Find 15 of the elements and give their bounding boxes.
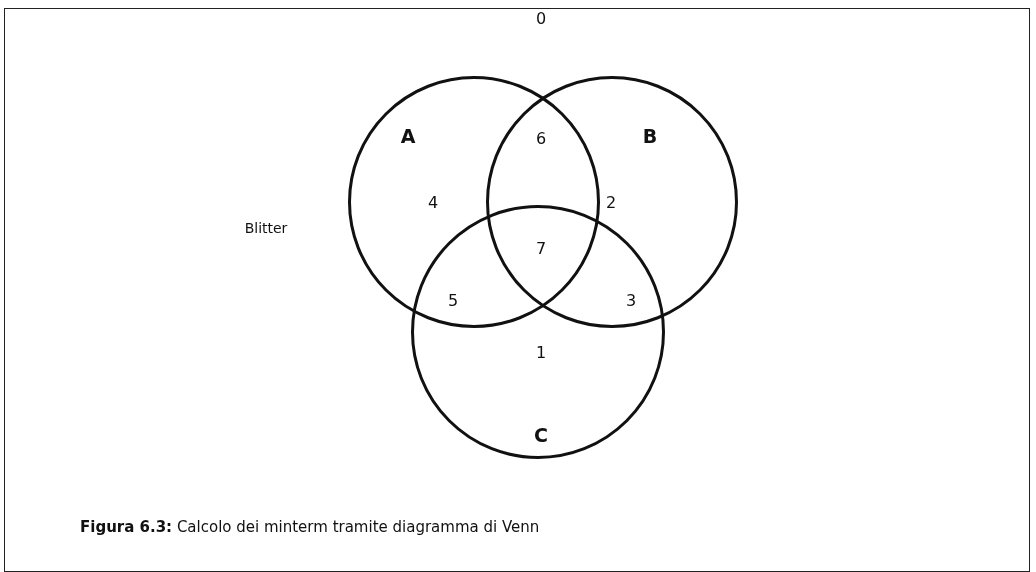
region-number: 0 [535, 8, 547, 28]
region-number: 6 [535, 128, 547, 148]
region-number: 2 [605, 192, 617, 212]
figure-caption: Figura 6.3: Calcolo dei minterm tramite diagramma di Venn [80, 518, 540, 536]
set-circle [348, 76, 600, 328]
side-note: Blitter [244, 220, 288, 236]
region-number: 7 [535, 238, 547, 258]
set-label: C [534, 424, 548, 446]
region-number: 1 [535, 342, 547, 362]
set-label: B [642, 125, 658, 147]
region-number: 4 [427, 192, 439, 212]
region-number: 5 [447, 290, 459, 310]
set-circle [486, 76, 738, 328]
set-label: A [400, 125, 416, 147]
region-number: 3 [625, 290, 637, 310]
